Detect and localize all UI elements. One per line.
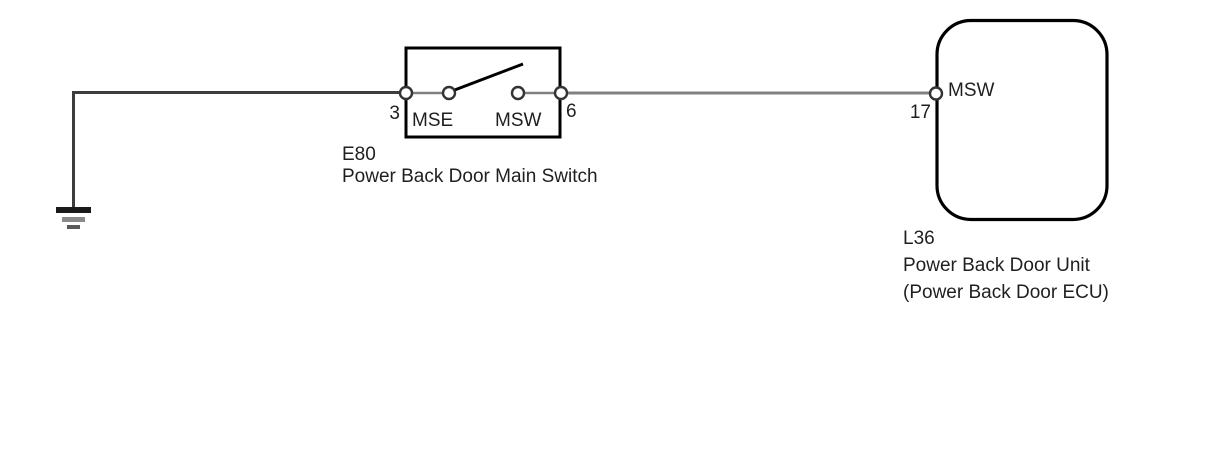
switch-terminal-msw-label: MSW <box>495 110 542 131</box>
terminal-dot-switch-pin6 <box>553 85 569 101</box>
terminal-dot-switch-pin3 <box>398 85 414 101</box>
ecu-connector-id: L36 <box>903 228 935 249</box>
switch-terminal-mse-label: MSE <box>412 110 454 131</box>
switch-connector-id: E80 <box>342 144 376 165</box>
ecu-box <box>935 18 1109 222</box>
terminal-dot-ecu-pin17 <box>928 86 944 101</box>
ecu-terminal-msw-label: MSW <box>948 80 995 101</box>
terminal-dot-switch-msw <box>510 85 526 101</box>
switch-pin-3-label: 3 <box>389 103 400 124</box>
switch-pin-6-label: 6 <box>566 101 577 122</box>
ground-bar-2 <box>62 217 85 222</box>
ground-icon <box>56 207 91 229</box>
ecu-name-line1: Power Back Door Unit <box>903 255 1090 276</box>
ecu-name-line2: (Power Back Door ECU) <box>903 282 1109 303</box>
ground-bar-3 <box>67 225 80 229</box>
ground-bar-1 <box>56 207 91 213</box>
switch-blade <box>451 62 524 93</box>
terminal-dot-switch-mse <box>441 85 457 101</box>
ecu-pin-17-label: 17 <box>909 102 931 123</box>
switch-name: Power Back Door Main Switch <box>342 166 598 187</box>
